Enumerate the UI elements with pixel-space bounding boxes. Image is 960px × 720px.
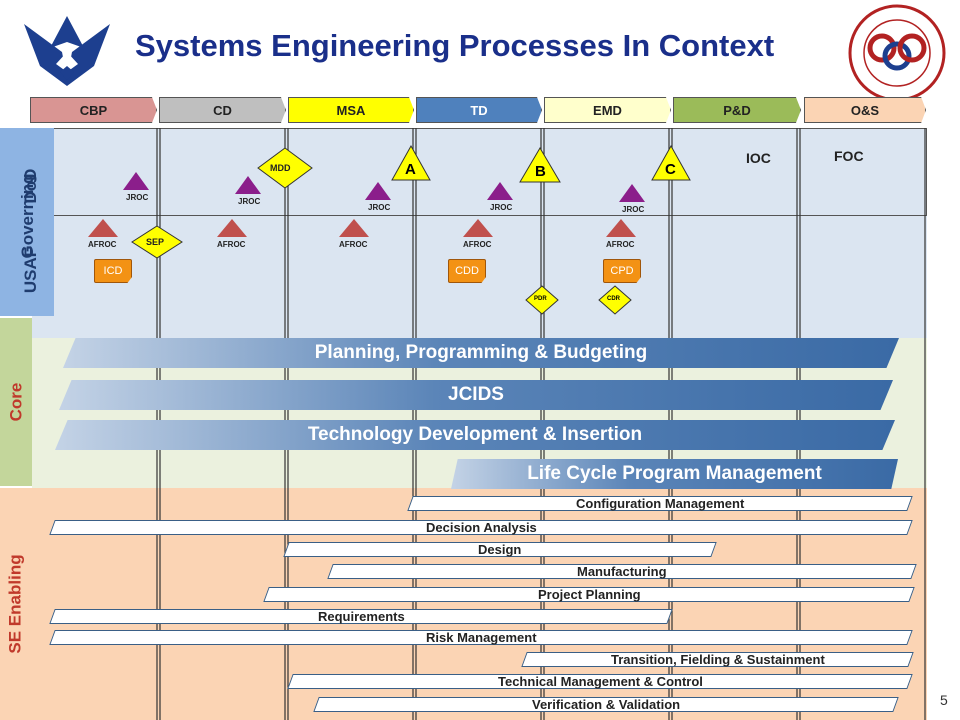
enabling-bar-label: Decision Analysis bbox=[425, 520, 537, 535]
mdd-diamond bbox=[257, 147, 313, 189]
page-title: Systems Engineering Processes In Context bbox=[135, 28, 775, 63]
enabling-bar-design: Design bbox=[283, 542, 717, 557]
milestone-b-triangle bbox=[519, 147, 561, 183]
jroc-label: JROC bbox=[490, 203, 513, 212]
cpd-document: CPD bbox=[603, 259, 641, 283]
phase-td: TD bbox=[416, 97, 542, 123]
afroc-triangle bbox=[339, 219, 369, 237]
phase-msa: MSA bbox=[288, 97, 414, 123]
jroc-label: JROC bbox=[368, 203, 391, 212]
ppb-bar: Planning, Programming & Budgeting bbox=[63, 338, 899, 368]
cdr-label: CDR bbox=[607, 296, 620, 302]
enabling-bar-manufacturing: Manufacturing bbox=[327, 564, 917, 579]
jroc-label: JROC bbox=[126, 193, 149, 202]
usaf-logo bbox=[22, 8, 112, 92]
enabling-bar-transition-fielding-sustainment: Transition, Fielding & Sustainment bbox=[521, 652, 914, 667]
cdr-diamond bbox=[598, 285, 632, 315]
afroc-label: AFROC bbox=[463, 240, 492, 249]
milestone-c-triangle bbox=[651, 144, 691, 181]
enabling-bar-label: Technical Management & Control bbox=[497, 674, 703, 689]
afcse-logo bbox=[848, 4, 946, 102]
milestone-a-triangle bbox=[391, 144, 431, 181]
milestone-b-label: B bbox=[535, 163, 546, 180]
se-enabling-label: SE Enabling bbox=[6, 554, 25, 654]
milestone-a-label: A bbox=[405, 161, 416, 178]
enabling-bar-label: Transition, Fielding & Sustainment bbox=[610, 652, 825, 667]
enabling-bar-label: Verification & Validation bbox=[531, 697, 681, 712]
se-enabling-side-panel: SE Enabling bbox=[0, 488, 32, 720]
phase-os: O&S bbox=[804, 97, 926, 123]
mdd-label: MDD bbox=[270, 163, 291, 173]
sep-diamond bbox=[131, 225, 183, 259]
pdr-diamond bbox=[525, 285, 559, 315]
jroc-triangle bbox=[365, 182, 391, 200]
tdi-bar: Technology Development & Insertion bbox=[55, 420, 895, 450]
roc-triangles bbox=[88, 172, 645, 237]
jroc-triangle bbox=[235, 176, 261, 194]
sep-label: SEP bbox=[146, 237, 165, 247]
afroc-label: AFROC bbox=[88, 240, 117, 249]
phase-emd: EMD bbox=[544, 97, 671, 123]
core-side-panel: Core bbox=[0, 318, 32, 486]
enabling-bar-label: Manufacturing bbox=[577, 564, 667, 579]
jroc-triangle bbox=[487, 182, 513, 200]
afroc-triangle bbox=[217, 219, 247, 237]
jroc-label: JROC bbox=[622, 205, 645, 214]
governing-side-panel: Governing DoD USAF bbox=[0, 128, 54, 316]
jroc-label: JROC bbox=[238, 197, 261, 206]
enabling-bar-technical-management-control: Technical Management & Control bbox=[287, 674, 913, 689]
jroc-triangle bbox=[619, 184, 645, 202]
phase-cbp: CBP bbox=[30, 97, 157, 123]
afroc-label: AFROC bbox=[606, 240, 635, 249]
enabling-bar-label: Requirements bbox=[317, 609, 405, 624]
pdr-label: PDR bbox=[534, 296, 547, 302]
lcpm-bar: Life Cycle Program Management bbox=[451, 459, 898, 489]
jroc-triangle bbox=[123, 172, 149, 190]
cdd-document: CDD bbox=[448, 259, 486, 283]
enabling-bar-configuration-management: Configuration Management bbox=[407, 496, 913, 511]
phase-cd: CD bbox=[159, 97, 286, 123]
afroc-triangle bbox=[606, 219, 636, 237]
afroc-triangle bbox=[463, 219, 493, 237]
enabling-bar-risk-management: Risk Management bbox=[49, 630, 913, 645]
enabling-bar-label: Design bbox=[478, 542, 522, 557]
enabling-bar-project-planning: Project Planning bbox=[263, 587, 915, 602]
enabling-bar-verification-validation: Verification & Validation bbox=[313, 697, 899, 712]
enabling-bar-label: Risk Management bbox=[425, 630, 537, 645]
enabling-bar-requirements: Requirements bbox=[49, 609, 673, 624]
jcids-bar: JCIDS bbox=[59, 380, 893, 410]
enabling-bar-decision-analysis: Decision Analysis bbox=[49, 520, 913, 535]
phase-pd: P&D bbox=[673, 97, 801, 123]
page-number: 5 bbox=[940, 692, 948, 708]
core-label: Core bbox=[6, 382, 26, 422]
icd-document: ICD bbox=[94, 259, 132, 283]
foc-label: FOC bbox=[834, 148, 864, 164]
milestone-triangles bbox=[131, 144, 691, 315]
milestone-c-label: C bbox=[665, 161, 676, 178]
afroc-label: AFROC bbox=[339, 240, 368, 249]
enabling-bar-label: Project Planning bbox=[537, 587, 641, 602]
enabling-bar-label: Configuration Management bbox=[575, 496, 745, 511]
afroc-label: AFROC bbox=[217, 240, 246, 249]
ioc-label: IOC bbox=[746, 150, 771, 166]
afroc-triangle bbox=[88, 219, 118, 237]
